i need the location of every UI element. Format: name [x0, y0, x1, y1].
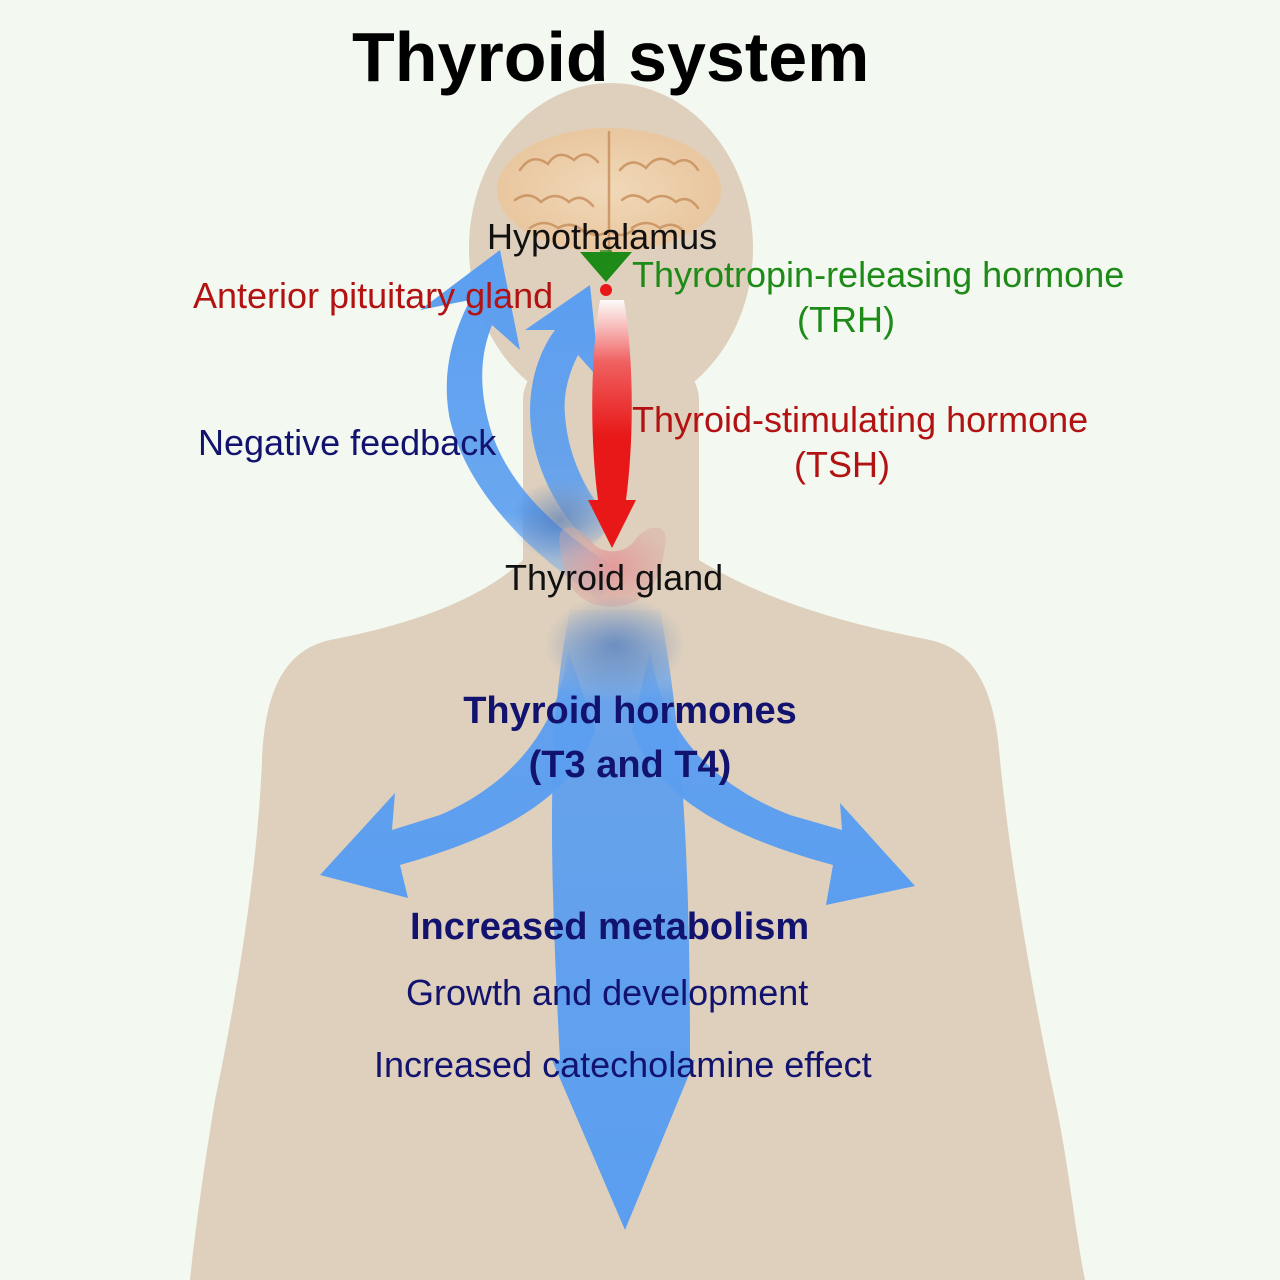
- thyroid-gland-illustration: [559, 527, 666, 607]
- pituitary-dot: [600, 284, 612, 296]
- label-growth-development: Growth and development: [406, 972, 809, 1013]
- label-tsh-abbrev: (TSH): [794, 444, 890, 485]
- thyroid-hormone-arrows: [320, 610, 915, 1230]
- neck-blend-shadow: [545, 595, 685, 695]
- label-thyroid-gland: Thyroid gland: [505, 557, 724, 598]
- label-hypothalamus: Hypothalamus: [487, 216, 718, 257]
- trh-arrow: [580, 250, 632, 282]
- label-anterior-pituitary: Anterior pituitary gland: [193, 275, 554, 316]
- label-increased-metabolism: Increased metabolism: [410, 906, 810, 948]
- tsh-arrow: [588, 300, 636, 548]
- label-trh-abbrev: (TRH): [797, 299, 895, 340]
- label-tsh-name: Thyroid-stimulating hormone: [632, 399, 1089, 440]
- label-t3-t4: (T3 and T4): [528, 744, 732, 786]
- label-catecholamine-effect: Increased catecholamine effect: [374, 1044, 872, 1085]
- negative-feedback-arrows: [420, 250, 620, 600]
- label-trh-name: Thyrotropin-releasing hormone: [632, 254, 1125, 295]
- label-thyroid-hormones: Thyroid hormones: [463, 690, 797, 732]
- page-title: Thyroid system: [352, 18, 870, 96]
- brain-illustration: [497, 128, 721, 254]
- label-negative-feedback: Negative feedback: [198, 422, 497, 463]
